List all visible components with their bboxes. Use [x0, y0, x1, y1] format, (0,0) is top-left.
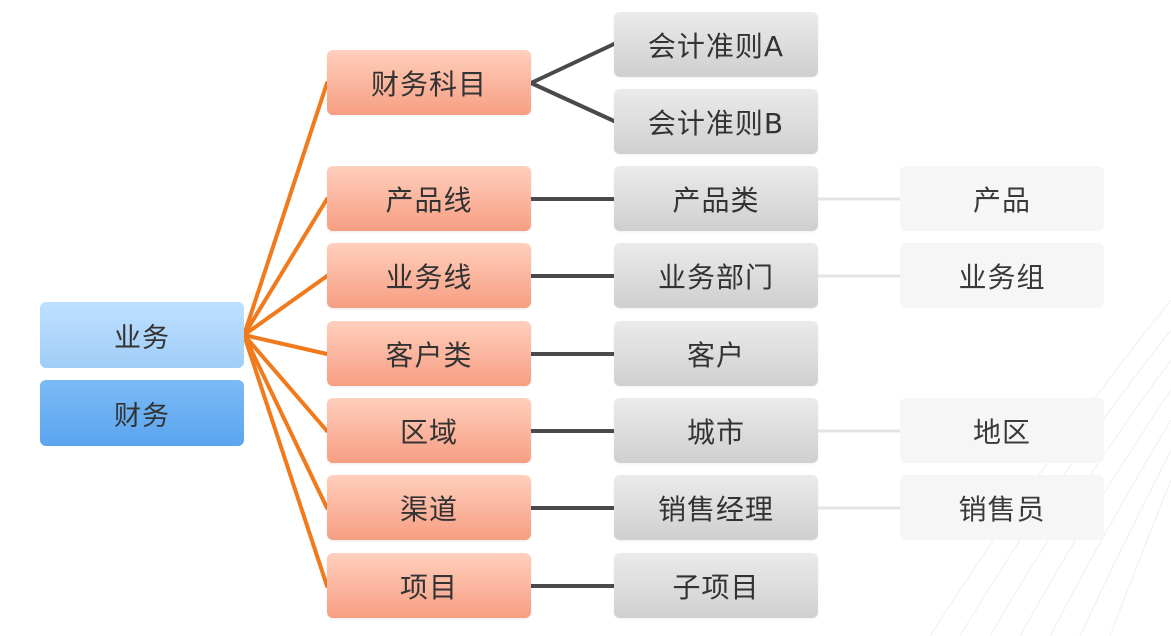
connector-root-qudao	[242, 333, 329, 510]
root-node-yewu: 业务	[40, 302, 244, 368]
connector-root-kemu	[242, 81, 329, 337]
subcategory-node-chengshi: 城市	[614, 398, 818, 463]
category-node-yewuxian: 业务线	[327, 243, 531, 308]
leaf-node-yewuzu: 业务组	[900, 243, 1104, 308]
subcategory-node-xiaoshoujingli: 销售经理	[614, 475, 818, 540]
connector-root-chanpinxian	[242, 197, 329, 337]
category-node-chanpinxian: 产品线	[327, 166, 531, 231]
subcategory-node-zixiangmu: 子项目	[614, 553, 818, 618]
connector-root-yewuxian	[242, 274, 329, 337]
subcategory-node-kehu: 客户	[614, 321, 818, 386]
subcategory-node-chanpinlei: 产品类	[614, 166, 818, 231]
category-node-xiangmu: 项目	[327, 553, 531, 618]
category-connectors	[529, 42, 616, 588]
connector-kemu-a	[529, 42, 616, 85]
leaf-node-diqu: 地区	[900, 398, 1104, 463]
category-node-kemu: 财务科目	[327, 50, 531, 115]
leaf-node-chanpin: 产品	[900, 166, 1104, 231]
connector-root-xiangmu	[242, 333, 329, 588]
root-node-caiwu: 财务	[40, 380, 244, 446]
root-connectors	[242, 81, 329, 588]
connector-kemu-b	[529, 81, 616, 123]
leaf-connectors	[818, 197, 900, 510]
category-node-qudao: 渠道	[327, 475, 531, 540]
connector-root-kehulei	[242, 333, 329, 356]
leaf-node-xiaoshouyuan: 销售员	[900, 475, 1104, 540]
subcategory-node-kemu-b: 会计准则B	[614, 89, 818, 154]
category-node-quyu: 区域	[327, 398, 531, 463]
category-node-kehulei: 客户类	[327, 321, 531, 386]
subcategory-node-kemu-a: 会计准则A	[614, 12, 818, 77]
connector-root-quyu	[242, 333, 329, 433]
subcategory-node-yewubumen: 业务部门	[614, 243, 818, 308]
